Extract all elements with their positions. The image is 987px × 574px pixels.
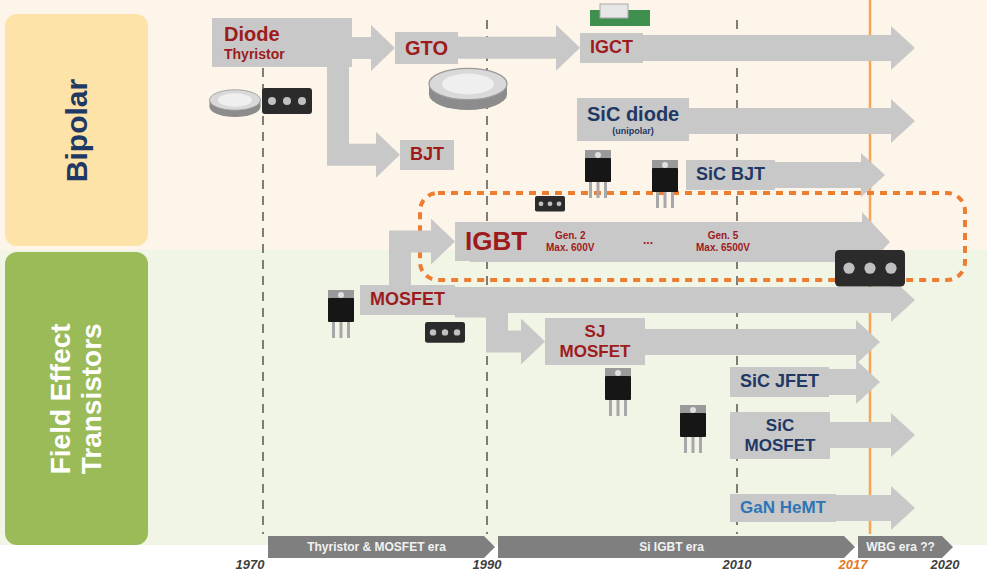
device-label: Max. 600V bbox=[546, 242, 594, 254]
evolution-arrow bbox=[352, 37, 371, 59]
device-box: GTO bbox=[395, 32, 458, 64]
device-box: BJT bbox=[400, 140, 454, 170]
year-label: 2020 bbox=[915, 557, 975, 573]
bipolar-ground bbox=[0, 0, 987, 250]
band-label: Bipolar bbox=[60, 78, 93, 181]
era-arrow-shape bbox=[268, 536, 495, 558]
era-label: Thyristor & MOSFET era bbox=[268, 536, 495, 558]
device-label: GTO bbox=[405, 36, 448, 60]
power-module bbox=[835, 250, 905, 286]
device-box: SiC diode(unipolar) bbox=[577, 98, 689, 141]
press-pack-disc bbox=[429, 68, 507, 110]
device-label: Gen. 5 bbox=[696, 230, 750, 242]
device-box: IGBT bbox=[455, 222, 537, 261]
era-arrow: Si IGBT era bbox=[498, 536, 855, 558]
category-band: Bipolar bbox=[5, 14, 148, 246]
device-box: SJ MOSFET bbox=[545, 318, 645, 365]
device-label: BJT bbox=[410, 144, 444, 166]
device-label: SiC BJT bbox=[696, 164, 765, 186]
device-label: SiC diode bbox=[587, 102, 679, 126]
fet-ground bbox=[0, 250, 987, 545]
to247-package bbox=[585, 150, 611, 198]
device-label: Diode bbox=[224, 22, 340, 46]
device-box: SiC MOSFET bbox=[730, 412, 830, 459]
device-label: Gen. 2 bbox=[546, 230, 594, 242]
power-module bbox=[425, 322, 465, 343]
era-arrow-shape bbox=[858, 536, 953, 558]
to247-package bbox=[652, 160, 678, 208]
era-arrow: WBG era ?? bbox=[858, 536, 953, 558]
device-label: GaN HeMT bbox=[740, 498, 826, 518]
device-box: MOSFET bbox=[360, 285, 455, 315]
evolution-arrow bbox=[338, 67, 376, 155]
device-label: (unipolar) bbox=[587, 126, 679, 137]
device-box: IGCT bbox=[580, 33, 643, 63]
device-box: SiC JFET bbox=[730, 367, 829, 397]
device-box: SiC BJT bbox=[686, 160, 775, 190]
era-arrow-shape bbox=[498, 536, 855, 558]
era-label: Si IGBT era bbox=[498, 536, 855, 558]
device-box: GaN HeMT bbox=[730, 494, 836, 522]
device-label: MOSFET bbox=[370, 289, 445, 311]
evolution-arrow bbox=[455, 307, 521, 342]
continuation-mark: ... bbox=[628, 233, 668, 247]
to247-package bbox=[605, 368, 631, 416]
device-label: SJ MOSFET bbox=[555, 322, 635, 361]
era-label: WBG era ?? bbox=[858, 536, 953, 558]
year-label: 1990 bbox=[457, 557, 517, 573]
device-label: Max. 6500V bbox=[696, 242, 750, 254]
category-band: Field Effect Transistors bbox=[5, 252, 148, 545]
device-label: SiC JFET bbox=[740, 371, 819, 393]
press-pack-disc bbox=[210, 90, 261, 117]
device-box: Gen. 2Max. 600V bbox=[540, 228, 600, 256]
to247-package bbox=[328, 290, 354, 338]
power-module bbox=[262, 88, 312, 114]
device-label: IGBT bbox=[465, 226, 527, 257]
evolution-arrow bbox=[458, 37, 556, 59]
device-label: Thyristor bbox=[224, 46, 340, 63]
power-module bbox=[535, 196, 565, 212]
device-label: IGCT bbox=[590, 37, 633, 59]
timeline-arrow bbox=[600, 26, 915, 70]
era-arrow: Thyristor & MOSFET era bbox=[268, 536, 495, 558]
to247-package bbox=[680, 405, 706, 453]
band-label: Field Effect Transistors bbox=[46, 299, 108, 499]
device-box: DiodeThyristor bbox=[212, 18, 352, 67]
device-label: SiC MOSFET bbox=[740, 416, 820, 455]
igct-housing bbox=[600, 4, 628, 18]
device-box: Gen. 5Max. 6500V bbox=[690, 228, 756, 256]
year-label: 2017 bbox=[823, 557, 883, 573]
year-label: 2010 bbox=[707, 557, 767, 573]
evolution-arrow bbox=[400, 242, 431, 285]
year-label: 1970 bbox=[220, 557, 280, 573]
